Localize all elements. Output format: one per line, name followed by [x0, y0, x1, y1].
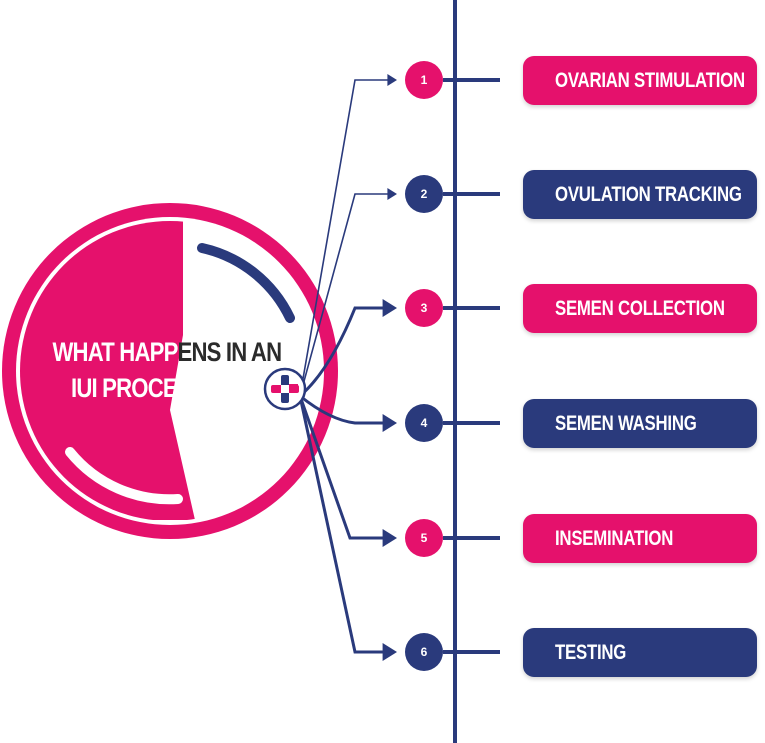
step-number-1: 1	[405, 61, 443, 99]
connector-arrowhead-4	[382, 414, 397, 432]
connector-arrowhead-1	[387, 74, 397, 86]
hub-title-second-line: IUI PROCEDURE?	[71, 373, 250, 403]
hub-circle	[2, 203, 338, 539]
step-number-2-text: 2	[420, 187, 428, 201]
connector-arrowhead-2	[387, 188, 397, 200]
step-label-4: SEMEN WASHING	[555, 411, 697, 435]
hub-title-line-1: WHAT HAPPENS IN AN	[52, 337, 282, 368]
connector-line-4	[299, 394, 385, 425]
connector-arrowhead-6	[382, 643, 397, 661]
step-number-1-text: 1	[420, 73, 428, 87]
step-label-1: OVARIAN STIMULATION	[555, 68, 745, 92]
step-label-6: TESTING	[555, 640, 627, 664]
connector-line-3	[299, 306, 385, 398]
step-number-6-text: 6	[420, 645, 428, 659]
step-label-3: SEMEN COLLECTION	[555, 296, 725, 320]
connector-line-1	[299, 79, 392, 397]
connector-arrowhead-3	[382, 299, 397, 317]
step-pill-2: OVULATION TRACKING	[523, 170, 757, 219]
step-number-3-text: 3	[420, 301, 428, 315]
step-label-2: OVULATION TRACKING	[555, 182, 742, 206]
step-pill-6: TESTING	[523, 628, 757, 677]
hub-title-white-part: WHAT HAPP	[52, 337, 178, 367]
step-pill-5: INSEMINATION	[523, 514, 757, 563]
step-label-5: INSEMINATION	[555, 526, 674, 550]
hub-title-line-2: IUI PROCEDURE?	[65, 373, 255, 404]
medical-cross-icon	[263, 367, 307, 411]
connector-arrowhead-5	[382, 529, 397, 547]
connector-line-6	[298, 395, 385, 654]
connector-line-2	[299, 193, 392, 397]
step-number-4: 4	[405, 404, 443, 442]
step-number-4-text: 4	[420, 416, 428, 430]
step-pill-4: SEMEN WASHING	[523, 399, 757, 448]
step-pill-3: SEMEN COLLECTION	[523, 284, 757, 333]
step-number-5-text: 5	[420, 531, 428, 545]
step-number-2: 2	[405, 175, 443, 213]
step-number-3: 3	[405, 289, 443, 327]
step-number-6: 6	[405, 633, 443, 671]
hub-title-dark-part: ENS IN AN	[177, 337, 283, 367]
step-number-5: 5	[405, 519, 443, 557]
connector-line-5	[298, 395, 385, 540]
connector-lines	[298, 74, 500, 661]
step-pill-1: OVARIAN STIMULATION	[523, 56, 757, 105]
